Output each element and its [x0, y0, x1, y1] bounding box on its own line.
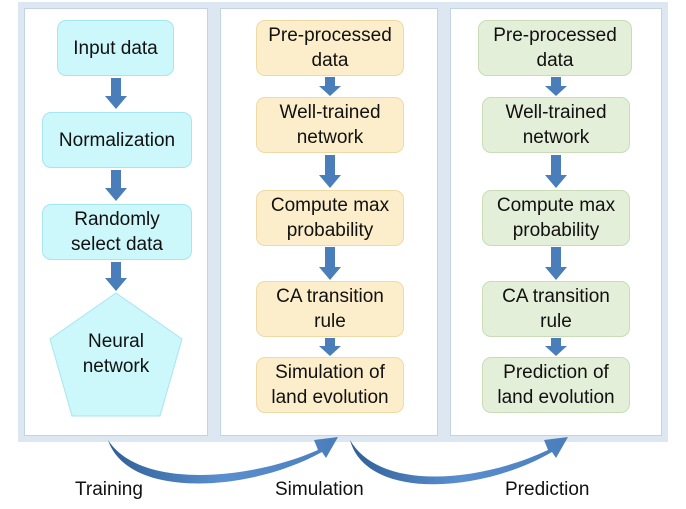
simulation-step-ca-transition-rule: CA transition rule: [256, 281, 404, 337]
pentagon-shape: [49, 292, 183, 417]
prediction-step-land-evolution: Prediction of land evolution: [482, 357, 630, 413]
stage-label-prediction: Prediction: [505, 479, 590, 500]
arrow-down-icon: [319, 338, 341, 356]
arrow-down-icon: [319, 155, 341, 188]
prediction-step-preprocessed-data: Pre-processed data: [478, 20, 632, 76]
prediction-step-compute-max-probability: Compute max probability: [482, 190, 630, 246]
arrow-down-icon: [105, 170, 127, 201]
simulation-step-land-evolution: Simulation of land evolution: [256, 357, 404, 413]
simulation-step-compute-max-probability: Compute max probability: [256, 190, 404, 246]
neural-network-label: Neural network: [82, 331, 150, 377]
simulation-step-well-trained-network: Well-trained network: [256, 97, 404, 153]
prediction-step-well-trained-network: Well-trained network: [482, 97, 630, 153]
training-step-random-select: Randomly select data: [42, 204, 192, 260]
training-step-normalization: Normalization: [42, 112, 192, 168]
stage-label-simulation: Simulation: [275, 479, 364, 500]
simulation-step-preprocessed-data: Pre-processed data: [256, 20, 404, 76]
prediction-step-ca-transition-rule: CA transition rule: [482, 281, 630, 337]
stage-label-training: Training: [75, 479, 143, 500]
training-step-neural-network: Neural network: [49, 292, 183, 418]
curved-arrow-icon: [350, 437, 568, 485]
arrow-down-icon: [319, 77, 341, 96]
arrow-down-icon: [545, 155, 567, 188]
arrow-down-icon: [545, 247, 567, 280]
arrow-down-icon: [105, 262, 127, 291]
training-step-input-data: Input data: [57, 20, 174, 76]
arrow-down-icon: [545, 77, 567, 96]
arrow-down-icon: [545, 338, 567, 356]
arrow-down-icon: [105, 78, 127, 109]
arrow-down-icon: [319, 247, 341, 280]
curved-arrow-icon: [108, 437, 338, 484]
